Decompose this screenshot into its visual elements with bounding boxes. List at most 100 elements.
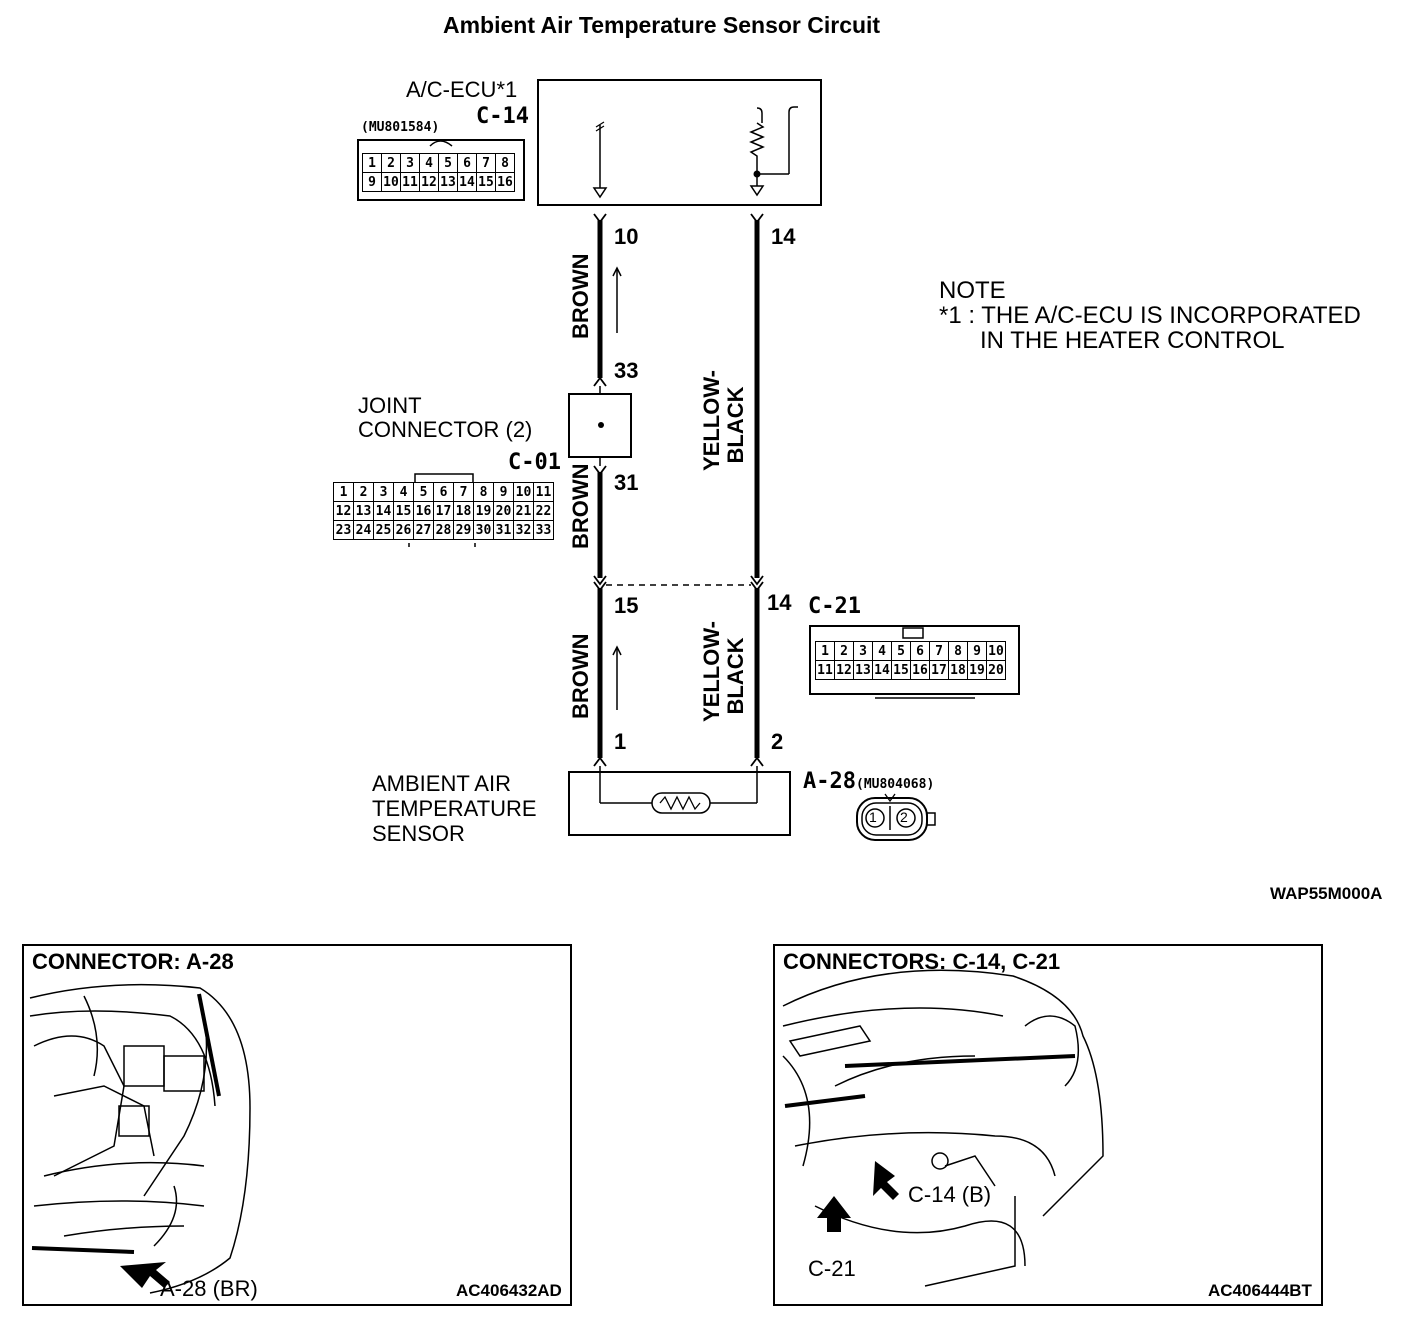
pin-cell: 32 — [513, 520, 534, 540]
pin-cell: 15 — [476, 172, 496, 192]
pin-cell: 15 — [891, 660, 911, 680]
pin-cell: 16 — [495, 172, 515, 192]
pin-cell: 12 — [419, 172, 439, 192]
pin-cell: 22 — [533, 501, 554, 521]
pin-cell: 11 — [400, 172, 420, 192]
note-heading: NOTE — [939, 277, 1006, 304]
sensor-label-line3: SENSOR — [372, 821, 465, 846]
pin-cell: 6 — [457, 153, 477, 173]
pin-cell: 13 — [438, 172, 458, 192]
pin-cell: 5 — [413, 482, 434, 502]
pin-2: 2 — [771, 729, 784, 754]
a28-part-number: (MU804068) — [856, 777, 935, 792]
pin-cell: 16 — [910, 660, 930, 680]
pin-10: 10 — [614, 224, 639, 249]
c21-callout: C-21 — [808, 1256, 856, 1281]
a28-pin-1-label: 1 — [869, 809, 877, 825]
pin-cell: 5 — [438, 153, 458, 173]
pin-cell: 14 — [872, 660, 892, 680]
pin-cell: 18 — [948, 660, 968, 680]
pin-cell: 3 — [373, 482, 394, 502]
pin-cell: 12 — [333, 501, 354, 521]
pin-cell: 15 — [393, 501, 414, 521]
pin-cell: 9 — [362, 172, 382, 192]
acecu-part-number: (MU801584) — [361, 120, 440, 135]
sensor-label-line1: AMBIENT AIR — [372, 771, 511, 796]
pin-cell: 18 — [453, 501, 474, 521]
dashboard-illustration — [782, 969, 1104, 1287]
pin-cell: 14 — [373, 501, 394, 521]
pin-cell: 3 — [400, 153, 420, 173]
pin-cell: 9 — [493, 482, 514, 502]
note-line2: IN THE HEATER CONTROL — [980, 327, 1285, 354]
connectors-c14-c21-location-panel: CONNECTORS: C-14, C-21 C-14 (B) C-21 AC4… — [773, 944, 1323, 1306]
pin-cell: 6 — [910, 641, 930, 661]
acecu-box — [537, 79, 822, 206]
pin-cell: 19 — [967, 660, 987, 680]
pin-33: 33 — [614, 358, 639, 383]
pin-1: 1 — [614, 729, 627, 754]
pin-cell: 30 — [473, 520, 494, 540]
joint-label-line2: CONNECTOR (2) — [358, 417, 533, 442]
pin-14-top: 14 — [771, 224, 796, 249]
pin-cell: 8 — [473, 482, 494, 502]
pin-cell: 10 — [986, 641, 1006, 661]
diagram-title: Ambient Air Temperature Sensor Circuit — [443, 12, 881, 38]
pin-cell: 4 — [393, 482, 414, 502]
note-line1: *1 : THE A/C-ECU IS INCORPORATED — [939, 302, 1361, 329]
pin-15: 15 — [614, 593, 639, 618]
pin-cell: 2 — [381, 153, 401, 173]
pin-cell: 9 — [967, 641, 987, 661]
pin-cell: 26 — [393, 520, 414, 540]
wiring-diagram — [357, 79, 1020, 841]
a28-connector-id: A-28 — [803, 769, 856, 794]
pin-cell: 17 — [433, 501, 454, 521]
pin-cell: 29 — [453, 520, 474, 540]
diagram-reference-code: WAP55M000A — [1270, 884, 1383, 903]
pin-cell: 2 — [353, 482, 374, 502]
sensor-box — [568, 771, 791, 836]
wire-label-yellow-2a: YELLOW- — [699, 621, 724, 722]
pin-cell: 8 — [948, 641, 968, 661]
wire-label-brown-2: BROWN — [568, 463, 593, 549]
pin-cell: 28 — [433, 520, 454, 540]
pin-cell: 13 — [353, 501, 374, 521]
pin-cell: 19 — [473, 501, 494, 521]
joint-connector-id: C-01 — [508, 450, 561, 475]
a28-connector-icon — [856, 793, 936, 841]
pin-cell: 16 — [413, 501, 434, 521]
pin-cell: 7 — [929, 641, 949, 661]
pin-cell: 5 — [891, 641, 911, 661]
acecu-connector-id: C-14 — [476, 104, 529, 129]
pin-cell: 1 — [362, 153, 382, 173]
pin-cell: 24 — [353, 520, 374, 540]
pin-cell: 8 — [495, 153, 515, 173]
wire-label-brown-1: BROWN — [568, 253, 593, 339]
pin-cell: 23 — [333, 520, 354, 540]
pin-cell: 4 — [872, 641, 892, 661]
wire-label-black-2b: BLACK — [723, 637, 748, 715]
panel-left-title: CONNECTOR: A-28 — [32, 949, 234, 974]
pin-cell: 21 — [513, 501, 534, 521]
joint-label-line1: JOINT — [358, 393, 422, 418]
pin-cell: 25 — [373, 520, 394, 540]
wire-label-yellow-1a: YELLOW- — [699, 370, 724, 471]
pin-cell: 12 — [834, 660, 854, 680]
pin-cell: 27 — [413, 520, 434, 540]
pin-cell: 11 — [533, 482, 554, 502]
pin-cell: 20 — [493, 501, 514, 521]
pin-cell: 10 — [381, 172, 401, 192]
pin-cell: 13 — [853, 660, 873, 680]
pin-cell: 11 — [815, 660, 835, 680]
pin-cell: 17 — [929, 660, 949, 680]
pin-cell: 10 — [513, 482, 534, 502]
pin-cell: 31 — [493, 520, 514, 540]
pin-31: 31 — [614, 470, 639, 495]
wire-label-brown-3: BROWN — [568, 633, 593, 719]
pin-cell: 2 — [834, 641, 854, 661]
pin-cell: 4 — [419, 153, 439, 173]
connector-a28-location-panel: CONNECTOR: A-28 A-28 (BR) AC406432AD — [22, 944, 572, 1306]
